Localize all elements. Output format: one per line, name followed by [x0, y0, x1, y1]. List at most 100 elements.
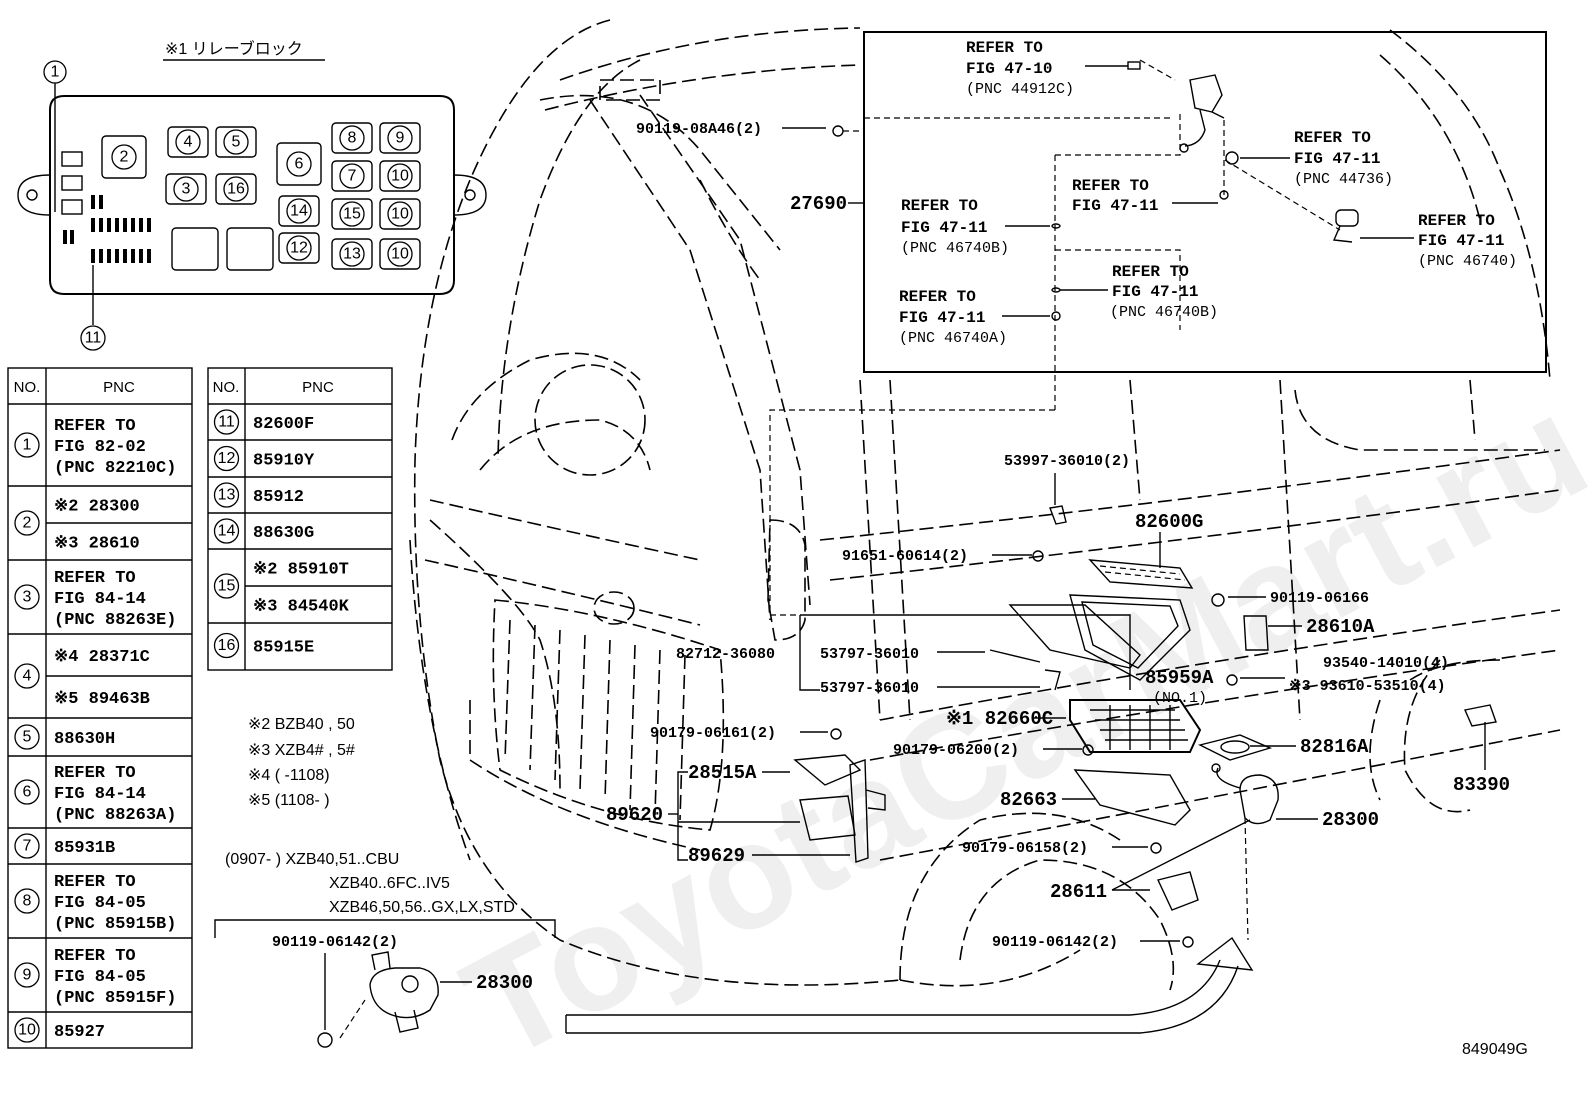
svg-text:(PNC 46740): (PNC 46740): [1418, 253, 1517, 270]
row-number: 3: [23, 589, 32, 606]
svg-text:REFER TO: REFER TO: [1294, 129, 1371, 147]
label-90119-06142-detail: 90119-06142(2): [272, 934, 398, 951]
table-row: 2※2 28300※3 28610: [8, 485, 192, 554]
row-number: 6: [23, 784, 32, 801]
row-pnc-text: ※5 89463B: [54, 690, 150, 709]
relay-slot-number: 10: [391, 246, 409, 263]
row-pnc-text: ※3 84540K: [253, 598, 350, 617]
svg-text:REFER TO: REFER TO: [1072, 177, 1149, 195]
callout-90119-08A46: 90119-08A46(2): [636, 117, 1170, 138]
svg-text:FIG 47-11: FIG 47-11: [899, 309, 985, 327]
row-pnc-text: 88630H: [54, 730, 115, 749]
relay-slot-15: 15: [331, 198, 373, 230]
row-pnc-text: 85927: [54, 1023, 105, 1042]
row-number: 16: [218, 637, 236, 654]
svg-text:90179-06158(2): 90179-06158(2): [962, 840, 1088, 857]
callout-27690: 27690: [769, 193, 1055, 616]
svg-text:85959A: 85959A: [1145, 667, 1214, 689]
row-pnc-text: (PNC 88263A): [54, 806, 176, 825]
relay-slot-number: 2: [120, 149, 129, 166]
variant-note-line3: XZB46,50,56..GX,LX,STD: [329, 899, 515, 916]
inset-box: REFER TO FIG 47-10 (PNC 44912C) REFER TO…: [863, 31, 1547, 410]
row-number: 5: [23, 729, 32, 746]
row-pnc-text: 85915E: [253, 639, 314, 658]
row-pnc-text: REFER TO: [54, 569, 136, 588]
callout-11: [80, 325, 106, 351]
relay-slot-12: 12: [278, 232, 320, 264]
svg-text:FIG 47-11: FIG 47-11: [901, 219, 987, 237]
row-pnc-text: FIG 84-05: [54, 968, 146, 987]
svg-text:NO.: NO.: [213, 379, 240, 396]
row-pnc-text: 88630G: [253, 524, 314, 543]
svg-text:90119-06142(2): 90119-06142(2): [992, 934, 1118, 951]
svg-text:FIG 47-11: FIG 47-11: [1294, 150, 1380, 168]
svg-text:53797-36010: 53797-36010: [820, 646, 919, 663]
relay-slot-number: 12: [290, 240, 308, 257]
svg-text:90119-08A46(2): 90119-08A46(2): [636, 121, 762, 138]
svg-text:(PNC 44736): (PNC 44736): [1294, 171, 1393, 188]
row-pnc-text: ※2 85910T: [253, 561, 349, 580]
row-number: 12: [218, 450, 236, 467]
row-pnc-text: ※3 28610: [54, 535, 140, 554]
label-28300-detail: 28300: [476, 972, 533, 994]
relay-slot-number: 5: [232, 134, 241, 151]
relay-slot-number: 10: [391, 206, 409, 223]
svg-text:27690: 27690: [790, 193, 847, 215]
figure-id: 849049G: [1462, 1041, 1528, 1058]
footnote-5: ※5 (1108- ): [248, 792, 330, 809]
row-pnc-text: REFER TO: [54, 947, 136, 966]
row-number: 1: [23, 437, 32, 454]
svg-text:11: 11: [85, 330, 102, 347]
table-row: 6 REFER TO FIG 84-14 (PNC 88263A): [8, 755, 192, 825]
svg-text:53797-36010: 53797-36010: [820, 680, 919, 697]
svg-text:82663: 82663: [1000, 789, 1057, 811]
svg-text:91651-60614(2): 91651-60614(2): [842, 548, 968, 565]
svg-text:NO.: NO.: [14, 379, 41, 396]
row-pnc-text: FIG 84-14: [54, 785, 146, 804]
svg-text:PNC: PNC: [103, 379, 135, 396]
row-pnc-text: 85912: [253, 488, 304, 507]
relay-slot-number: 13: [343, 246, 361, 263]
vehicle-outline: [409, 19, 1561, 991]
svg-text:90119-06166: 90119-06166: [1270, 590, 1369, 607]
row-pnc-text: (PNC 85915B): [54, 915, 176, 934]
svg-text:89620: 89620: [606, 804, 663, 826]
relay-slot-number: 15: [343, 206, 361, 223]
svg-text:28610A: 28610A: [1306, 616, 1375, 638]
relay-slot-number: 10: [391, 168, 409, 185]
svg-text:(PNC 46740A): (PNC 46740A): [899, 330, 1007, 347]
svg-text:1: 1: [51, 64, 60, 81]
svg-text:(PNC 46740B): (PNC 46740B): [901, 240, 1009, 257]
svg-text:93540-14010(4): 93540-14010(4): [1323, 655, 1449, 672]
variant-detail: (0907- ) XZB40,51..CBU XZB40..6FC..IV5 X…: [214, 851, 556, 1048]
footnote-3: ※3 XZB4# , 5#: [248, 742, 355, 759]
relay-slot-5: 5: [215, 126, 257, 158]
relay-block-title: ※1 リレーブロック: [165, 39, 303, 58]
svg-text:※1 82660C: ※1 82660C: [946, 708, 1053, 730]
row-pnc-text: REFER TO: [54, 764, 136, 783]
svg-text:(NO.1): (NO.1): [1153, 690, 1207, 707]
relay-slot-10: 10: [379, 238, 421, 270]
svg-text:89629: 89629: [688, 845, 745, 867]
svg-text:FIG 47-11: FIG 47-11: [1418, 232, 1504, 250]
row-number: 9: [23, 967, 32, 984]
svg-text:28300: 28300: [1322, 809, 1379, 831]
relay-slot-4: 4: [167, 126, 209, 158]
relay-slot-2: 2: [101, 135, 147, 179]
row-pnc-text: FIG 82-02: [54, 438, 146, 457]
footnotes: ※2 BZB40 , 50 ※3 XZB4# , 5# ※4 ( -1108) …: [248, 716, 355, 809]
relay-slot-7: 7: [331, 160, 373, 192]
svg-text:FIG 47-11: FIG 47-11: [1072, 197, 1158, 215]
row-pnc-text: REFER TO: [54, 873, 136, 892]
row-number: 7: [23, 838, 32, 855]
